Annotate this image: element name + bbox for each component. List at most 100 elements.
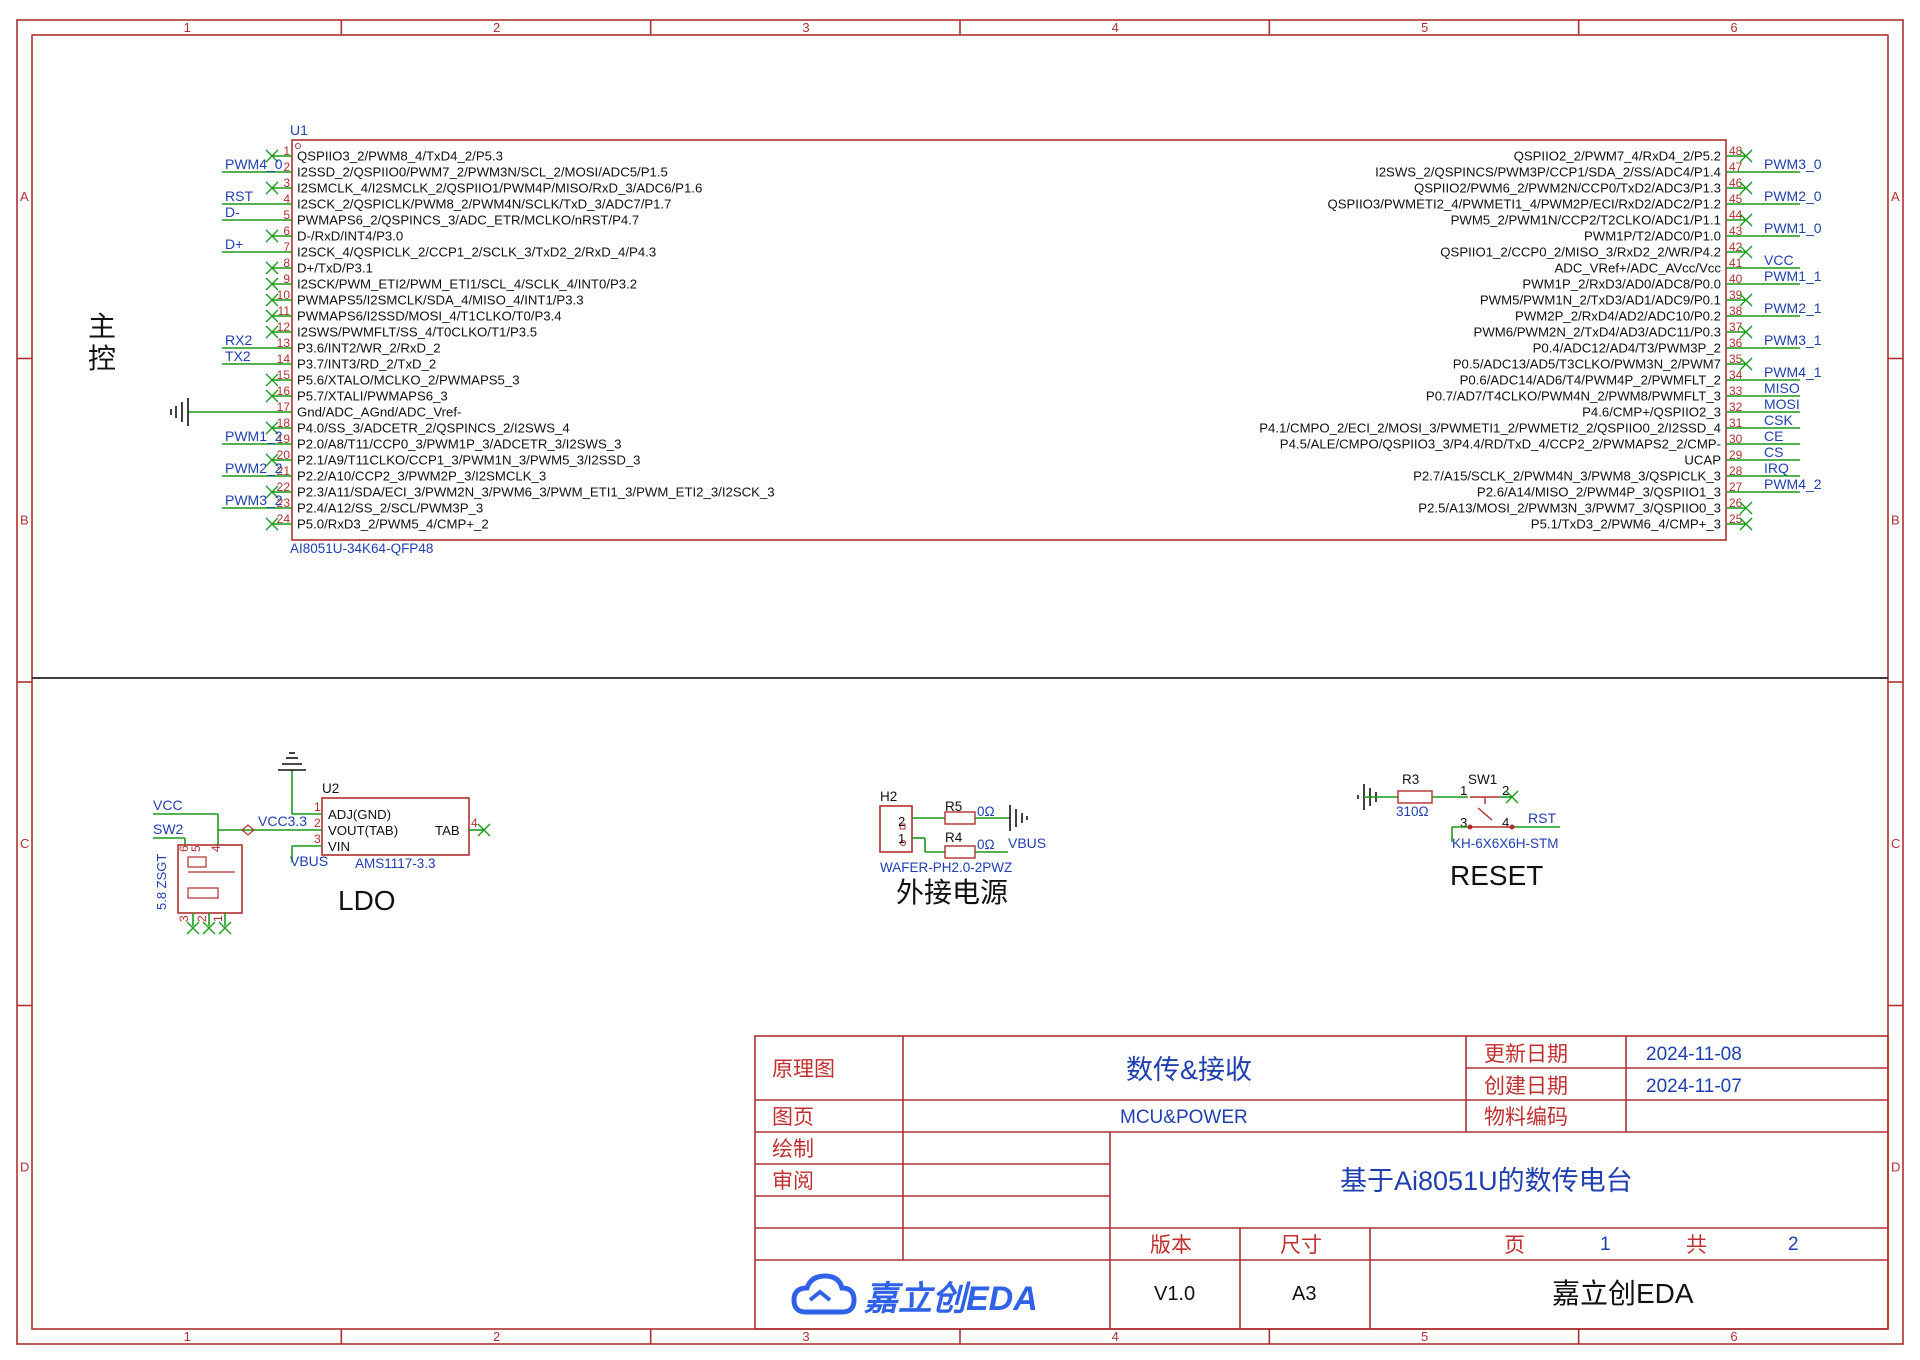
ldo-pin-num-1: 1 bbox=[314, 800, 321, 814]
no-connect-mark bbox=[265, 421, 279, 435]
r3-body[interactable] bbox=[1397, 790, 1433, 804]
mcu-pin-30[interactable]: 30P4.5/ALE/CMPO/QSPIIO3_3/P4.4/RD/TxD_4/… bbox=[1280, 428, 1800, 452]
pin-name: P3.6/INT2/WR_2/RxD_2 bbox=[297, 341, 441, 356]
pin-number: 11 bbox=[278, 304, 291, 318]
pin-name: P0.6/ADC14/AD6/T4/PWM4P_2/PWMFLT_2 bbox=[1460, 373, 1721, 388]
tb-created: 2024-11-07 bbox=[1646, 1076, 1742, 1097]
pin-name: PWM5/PWM1N_2/TxD3/AD1/ADC9/P0.1 bbox=[1480, 293, 1721, 308]
pin-number: 9 bbox=[283, 272, 290, 286]
r4-body[interactable] bbox=[944, 845, 976, 859]
no-connect-mark bbox=[1739, 181, 1753, 195]
no-connect-mark bbox=[265, 277, 279, 291]
no-connect-mark bbox=[265, 453, 279, 467]
tb-company: 嘉立创EDA bbox=[1552, 1278, 1694, 1309]
power-switch-body[interactable] bbox=[177, 844, 243, 914]
ldo-pin-tab: TAB bbox=[435, 823, 460, 838]
net-label: PWM1_0 bbox=[1764, 220, 1822, 236]
connector-body[interactable] bbox=[879, 805, 913, 853]
ldo-pin-vin: VIN bbox=[328, 839, 350, 854]
pin-number: 4 bbox=[283, 192, 290, 206]
pin-name: I2SWS/PWMFLT/SS_4/T0CLKO/T1/P3.5 bbox=[297, 325, 537, 340]
mcu-pin-28[interactable]: 28P2.7/A15/SCLK_2/PWM4N_3/PWM8_3/QSPICLK… bbox=[1413, 460, 1800, 484]
pin-name: P2.3/A11/SDA/ECI_3/PWM2N_3/PWM6_3/PWM_ET… bbox=[297, 485, 775, 500]
tb-label-review: 审阅 bbox=[772, 1170, 814, 1193]
net-label: PWM1_1 bbox=[1764, 268, 1822, 284]
mcu-pin-31[interactable]: 31P4.1/CMPO_2/ECI_2/MOSI_3/PWMETI1_2/PWM… bbox=[1259, 412, 1800, 436]
mcu-pin-12[interactable]: 12 I2SWS/PWMFLT/SS_4/T0CLKO/T1/P3.5 bbox=[265, 320, 537, 340]
frame-col-label: 1 bbox=[184, 1329, 191, 1344]
tb-page-name: MCU&POWER bbox=[1120, 1107, 1248, 1128]
frame-row-label: D bbox=[20, 1159, 29, 1174]
pin-number: 12 bbox=[277, 320, 291, 334]
mcu-body[interactable] bbox=[291, 139, 1727, 541]
pin-number: 35 bbox=[1729, 352, 1743, 366]
ldo-body[interactable] bbox=[321, 797, 470, 856]
frame-col-label: 2 bbox=[493, 1329, 500, 1344]
no-connect-mark bbox=[265, 389, 279, 403]
no-connect-mark bbox=[1739, 325, 1753, 339]
reset-net-rst: RST bbox=[1528, 810, 1556, 826]
net-label: PWM4_2 bbox=[1764, 476, 1822, 492]
mcu-pin-45[interactable]: 45QSPIIO3/PWMETI2_4/PWMETI1_4/PWM2P/ECI/… bbox=[1327, 188, 1821, 212]
net-label: RST bbox=[225, 188, 253, 204]
switch-nc-marks bbox=[186, 913, 232, 935]
pin-name: PWM5_2/PWM1N/CCP2/T2CLKO/ADC1/P1.1 bbox=[1451, 213, 1721, 228]
pin-number: 47 bbox=[1729, 160, 1743, 174]
mcu-pin-46[interactable]: 46QSPIIO2/PWM6_2/PWM2N/CCP0/TxD2/ADC3/P1… bbox=[1414, 176, 1753, 196]
frame-row-label: C bbox=[20, 836, 29, 851]
pin-name: Gnd/ADC_AGnd/ADC_Vref- bbox=[297, 405, 461, 420]
pin-number: 19 bbox=[277, 432, 291, 446]
tb-updated: 2024-11-08 bbox=[1646, 1044, 1742, 1065]
pin-number: 21 bbox=[277, 464, 291, 478]
pin-number: 1 bbox=[283, 144, 290, 158]
pin-name: I2SMCLK_4/I2SMCLK_2/QSPIIO1/PWM4P/MISO/R… bbox=[297, 181, 702, 196]
pin-name: P4.1/CMPO_2/ECI_2/MOSI_3/PWMETI1_2/PWMET… bbox=[1259, 421, 1721, 436]
ldo-net-vbus: VBUS bbox=[290, 853, 328, 869]
mcu-pin-47[interactable]: 47I2SWS_2/QSPINCS/PWM3P/CCP1/SDA_2/SS/AD… bbox=[1375, 156, 1822, 180]
no-connect-mark bbox=[265, 293, 279, 307]
pin-name: D-/RxD/INT4/P3.0 bbox=[297, 229, 403, 244]
net-label: CE bbox=[1764, 428, 1783, 444]
mcu-pin-26[interactable]: 26P2.5/A13/MOSI_2/PWM3N_3/PWM7_3/QSPIIO0… bbox=[1418, 496, 1753, 516]
